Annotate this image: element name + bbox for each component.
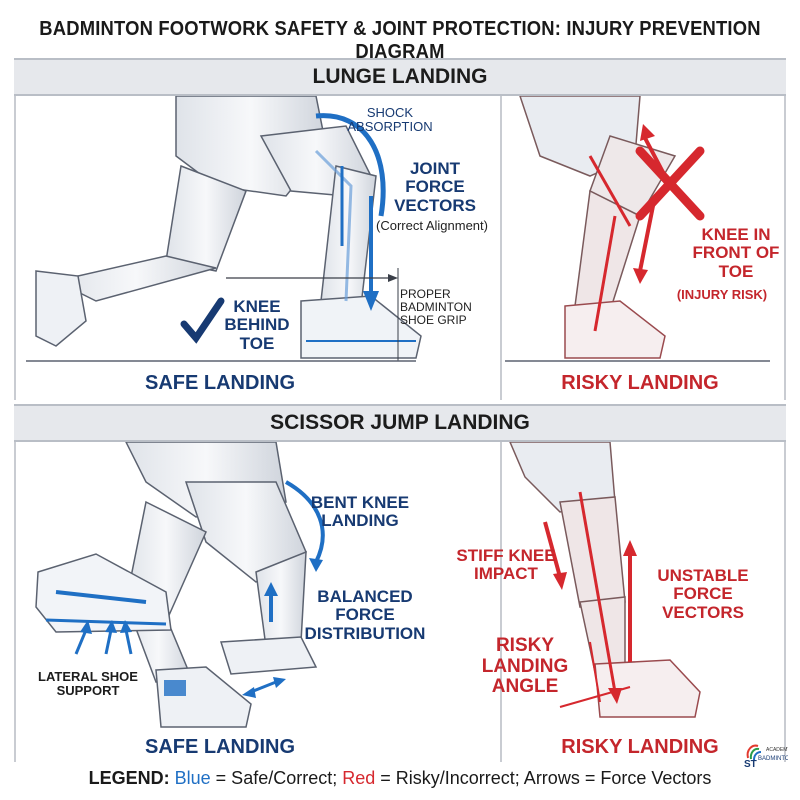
legend-label: LEGEND: (88, 768, 170, 788)
knee-in-front-label: KNEE IN FRONT OF TOE (692, 225, 780, 281)
legend: LEGEND: Blue = Safe/Correct; Red = Risky… (0, 768, 800, 789)
svg-text:ST: ST (744, 759, 757, 770)
lunge-safe-illustration (26, 96, 422, 362)
lunge-panel-frame (14, 96, 786, 400)
legend-red-word: Red (342, 768, 376, 788)
proper-shoe-grip-label: PROPER BADMINTON SHOE GRIP (400, 287, 472, 327)
scissor-section-header: SCISSOR JUMP LANDING (14, 404, 786, 442)
knee-behind-toe-label: KNEE BEHIND TOE (224, 297, 290, 353)
legend-blue-word: Blue (174, 768, 211, 788)
scissor-safe-illustration (35, 442, 325, 728)
lunge-section-header: LUNGE LANDING (14, 58, 786, 96)
correct-alignment-label: (Correct Alignment) (376, 218, 488, 233)
lunge-risky-illustration (505, 96, 770, 362)
academy-logo: ACADEMY ST BADMINTON (742, 742, 794, 770)
legend-blue-text: = Safe/Correct; (210, 768, 343, 788)
scissor-panel-divider (500, 442, 502, 762)
lunge-safe-caption: SAFE LANDING (145, 372, 295, 394)
lunge-panel-divider (500, 96, 502, 400)
shock-absorption-label: SHOCK ABSORPTION (347, 105, 433, 135)
svg-text:BADMINTON: BADMINTON (758, 756, 788, 762)
risky-landing-angle-label: RISKY LANDING ANGLE (481, 635, 569, 698)
page-title: BADMINTON FOOTWORK SAFETY & JOINT PROTEC… (39, 18, 761, 63)
lateral-shoe-support-label: LATERAL SHOE SUPPORT (38, 669, 138, 699)
legend-red-text: = Risky/Incorrect; Arrows = Force Vector… (375, 768, 712, 788)
academy-logo-mark: ACADEMY ST BADMINTON (744, 744, 794, 770)
unstable-force-vectors-label: UNSTABLE FORCE VECTORS (657, 566, 749, 622)
lunge-risky-caption: RISKY LANDING (561, 372, 719, 394)
scissor-panel-frame (14, 442, 786, 762)
injury-risk-label: (INJURY RISK) (676, 287, 768, 302)
bent-knee-landing-label: BENT KNEE LANDING (310, 493, 410, 531)
scissor-risky-illustration (509, 442, 701, 718)
scissor-safe-caption: SAFE LANDING (145, 736, 295, 758)
stiff-knee-impact-label: STIFF KNEE IMPACT (456, 546, 556, 584)
svg-text:ACADEMY: ACADEMY (766, 747, 788, 753)
balanced-force-label: BALANCED FORCE DISTRIBUTION (304, 587, 426, 643)
scissor-risky-caption: RISKY LANDING (561, 736, 719, 758)
joint-force-vectors-label: JOINT FORCE VECTORS (394, 159, 476, 215)
